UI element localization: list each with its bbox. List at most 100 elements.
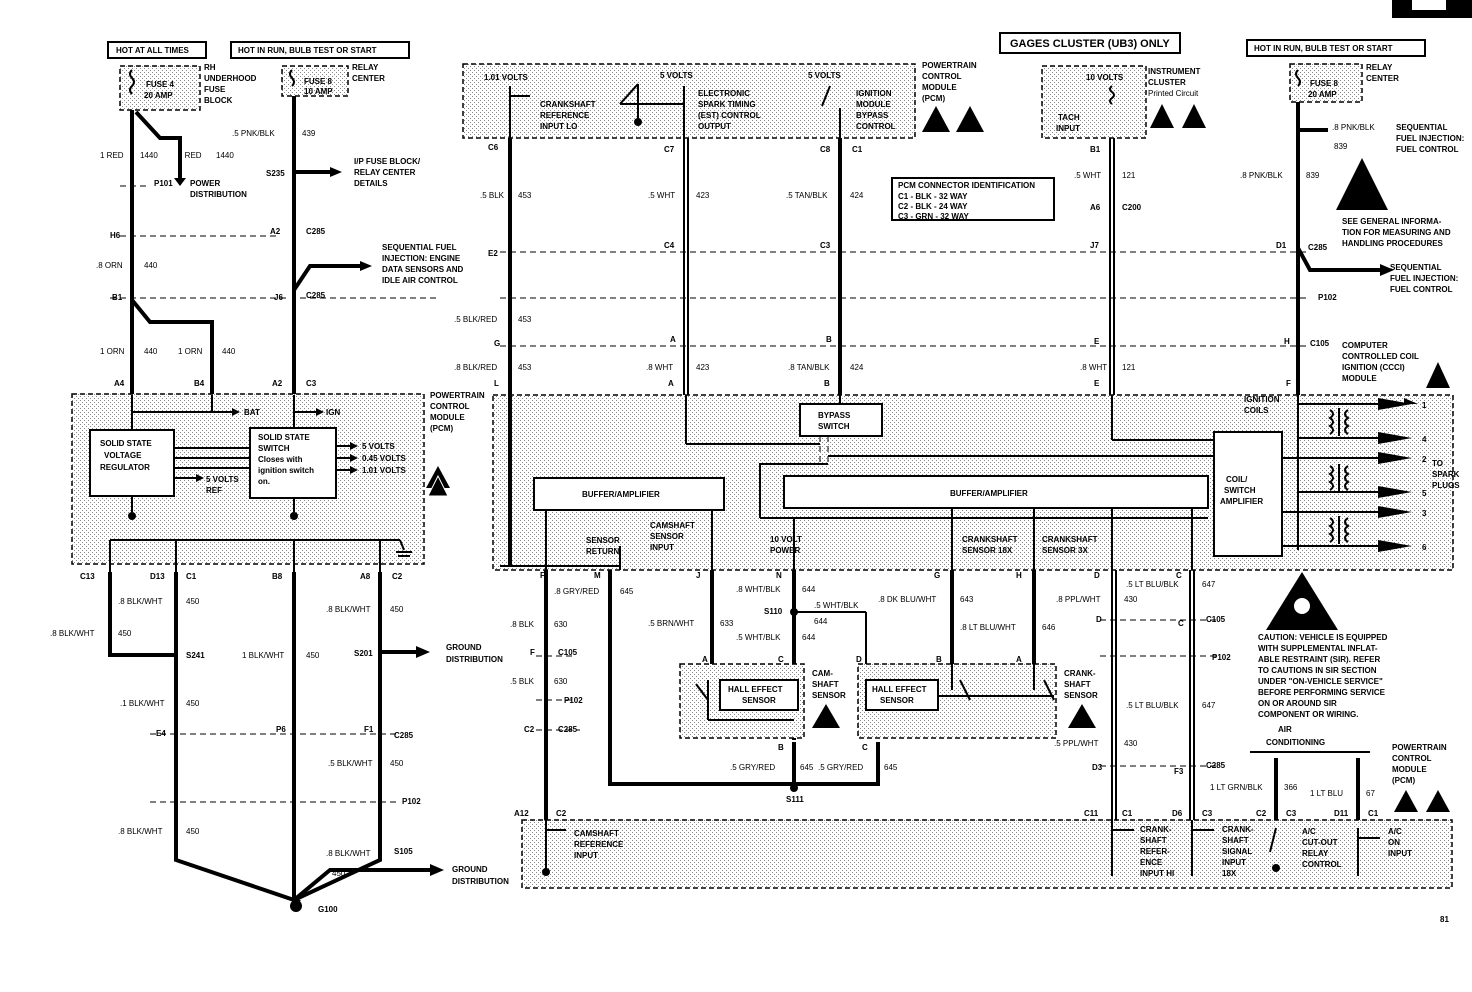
pin-a: A xyxy=(670,335,676,344)
sensor-ground-labels: .5 GRY/RED 645 .5 GRY/RED 645 S111 xyxy=(730,763,898,804)
circuit-number: 440 xyxy=(144,261,158,270)
wire-color: .5 LT BLU/BLK xyxy=(1126,701,1179,710)
pcm-input-label: SHAFT xyxy=(1140,836,1167,845)
connector-c285: C285 xyxy=(558,725,578,734)
pcm-input-label: INPUT xyxy=(1222,858,1246,867)
caution-text: UNDER "ON-VEHICLE SERVICE" xyxy=(1258,677,1383,686)
relay-label: CENTER xyxy=(1366,74,1399,83)
signal-label: CRANKSHAFT xyxy=(1042,535,1098,544)
header-gages-cluster: GAGES CLUSTER (UB3) ONLY xyxy=(999,32,1181,54)
relay-label: RELAY xyxy=(1366,63,1393,72)
plug-number: 5 xyxy=(1422,489,1427,498)
voltage-label: 1.01 VOLTS xyxy=(484,73,529,82)
plug-number: 1 xyxy=(1422,401,1427,410)
pcm-label: MODULE xyxy=(922,83,957,92)
caution-text: ON OR AROUND SIR xyxy=(1258,699,1337,708)
wire-color: .5 PPL/WHT xyxy=(1054,739,1099,748)
ground-distribution: GROUND xyxy=(452,865,488,874)
seq-fuel-label: DATA SENSORS AND xyxy=(382,265,464,274)
wire-color: .5 GRY/RED xyxy=(818,763,863,772)
signal-label: SENSOR xyxy=(586,536,620,545)
header-hot-in-run-left: HOT IN RUN, BULB TEST OR START xyxy=(230,41,410,59)
pcm-id-row: C2 - BLK - 24 WAY xyxy=(898,202,968,211)
pcm-control-label: RELAY xyxy=(1302,849,1329,858)
pcm-control-label: A/C xyxy=(1302,827,1316,836)
signal-label: RETURN xyxy=(586,547,620,556)
voltage-out: 1.01 VOLTS xyxy=(362,466,407,475)
pcm-label: (PCM) xyxy=(1392,776,1415,785)
circuit-number: 423 xyxy=(696,191,710,200)
signal-label: SENSOR 3X xyxy=(1042,546,1088,555)
seq-fuel-label: FUEL CONTROL xyxy=(1396,145,1459,154)
circuit-number: 430 xyxy=(1124,595,1138,604)
seq-fuel-label: FUEL CONTROL xyxy=(1390,285,1453,294)
pin-c7: C7 xyxy=(664,145,675,154)
ign-label: IGN xyxy=(326,408,340,417)
seq-fuel-label: SEQUENTIAL xyxy=(1390,263,1442,272)
regulator-label: REGULATOR xyxy=(100,463,150,472)
pcm-input-label: CRANK- xyxy=(1140,825,1172,834)
pcm-control-label: BYPASS xyxy=(856,111,889,120)
fuse-amp: 20 AMP xyxy=(1308,90,1337,99)
sensor-label: SENSOR xyxy=(1064,691,1098,700)
connector-c285: C285 xyxy=(394,731,414,740)
wire-color: .8 TAN/BLK xyxy=(788,363,830,372)
pcm-input-label: CAMSHAFT xyxy=(574,829,619,838)
power-distribution: POWER xyxy=(190,179,220,188)
pin-f: F xyxy=(530,648,535,657)
pcm-input-label: INPUT xyxy=(1388,849,1412,858)
circuit-number: 644 xyxy=(814,617,828,626)
pcm-input-label: INPUT HI xyxy=(1140,869,1174,878)
pin-c: C xyxy=(1178,619,1184,628)
wire-color: .8 ORN xyxy=(96,261,123,270)
ignition-coils: 1 4 2 5 3 6 TO SPARK PLUGS xyxy=(1282,398,1460,552)
pin-a: A xyxy=(1016,655,1022,664)
fuse-name: FUSE 4 xyxy=(146,80,175,89)
switch-label: SWITCH xyxy=(258,444,290,453)
sensor-label: SHAFT xyxy=(812,680,839,689)
fuse-location: FUSE xyxy=(204,85,226,94)
sir-caution: CAUTION: VEHICLE IS EQUIPPED WITH SUPPLE… xyxy=(1258,572,1388,719)
connector-c1: C1 xyxy=(186,572,197,581)
wire-color: .5 BLK xyxy=(510,677,535,686)
circuit-number: 440 xyxy=(222,347,236,356)
pin-f: F xyxy=(1286,379,1291,388)
pin-h6: H6 xyxy=(110,231,121,240)
tach-label: INPUT xyxy=(1056,124,1080,133)
wire-color: .5 BLK/WHT xyxy=(328,759,373,768)
wire-color: 1 LT BLU xyxy=(1310,789,1343,798)
pcm-label: (PCM) xyxy=(922,94,945,103)
spark-plugs-label: SPARK xyxy=(1432,470,1460,479)
handling-note: SEE GENERAL INFORMA- xyxy=(1342,217,1442,226)
circuit-number: 424 xyxy=(850,363,864,372)
ac-label: AIR xyxy=(1278,725,1292,734)
handling-note: HANDLING PROCEDURES xyxy=(1342,239,1444,248)
connector-c1: C1 xyxy=(852,145,863,154)
header-label: HOT IN RUN, BULB TEST OR START xyxy=(238,46,377,55)
ground-distribution: GROUND xyxy=(446,643,482,652)
connector-c2: C2 xyxy=(392,572,403,581)
buffer-amplifier-2: BUFFER/AMPLIFIER xyxy=(950,489,1028,498)
voltage-label: 10 VOLTS xyxy=(1086,73,1124,82)
circuit-number: 439 xyxy=(302,129,316,138)
ccci-label: IGNITION (CCCI) xyxy=(1342,363,1405,372)
connector-p102: P102 xyxy=(402,797,421,806)
pin-a4: A4 xyxy=(114,379,125,388)
pcm-input-label: CRANKSHAFT xyxy=(540,100,596,109)
fuse-4-block: FUSE 4 20 AMP RH UNDERHOOD FUSE BLOCK xyxy=(119,63,257,111)
signal-label: POWER xyxy=(770,546,800,555)
wire-color: .8 BLK/RED xyxy=(454,363,497,372)
pin-b4: B4 xyxy=(194,379,205,388)
left-bottom-labels: C13 D13 C1 B8 A8 C2 .8 BLK/WHT 450 .8 BL… xyxy=(50,572,509,914)
cluster-label: Printed Circuit xyxy=(1148,89,1199,98)
fuse-8-right: FUSE 8 20 AMP RELAY CENTER xyxy=(1289,63,1399,103)
wire-color: 1 LT GRN/BLK xyxy=(1210,783,1263,792)
bottom-pcm-module: A12 C2 CAMSHAFT REFERENCE INPUT C11 C1 D… xyxy=(514,809,1453,889)
circuit-number: 450 xyxy=(186,699,200,708)
connector-c3: C3 xyxy=(1202,809,1213,818)
wire-color: 1 ORN xyxy=(178,347,203,356)
left-pcm-module: BAT IGN POWERTRAIN CONTROL MODULE (PCM) … xyxy=(71,391,485,565)
wire-color: 1 ORN xyxy=(100,347,125,356)
seq-fuel-label: INJECTION: ENGINE xyxy=(382,254,461,263)
pin-d6: D6 xyxy=(1172,809,1183,818)
